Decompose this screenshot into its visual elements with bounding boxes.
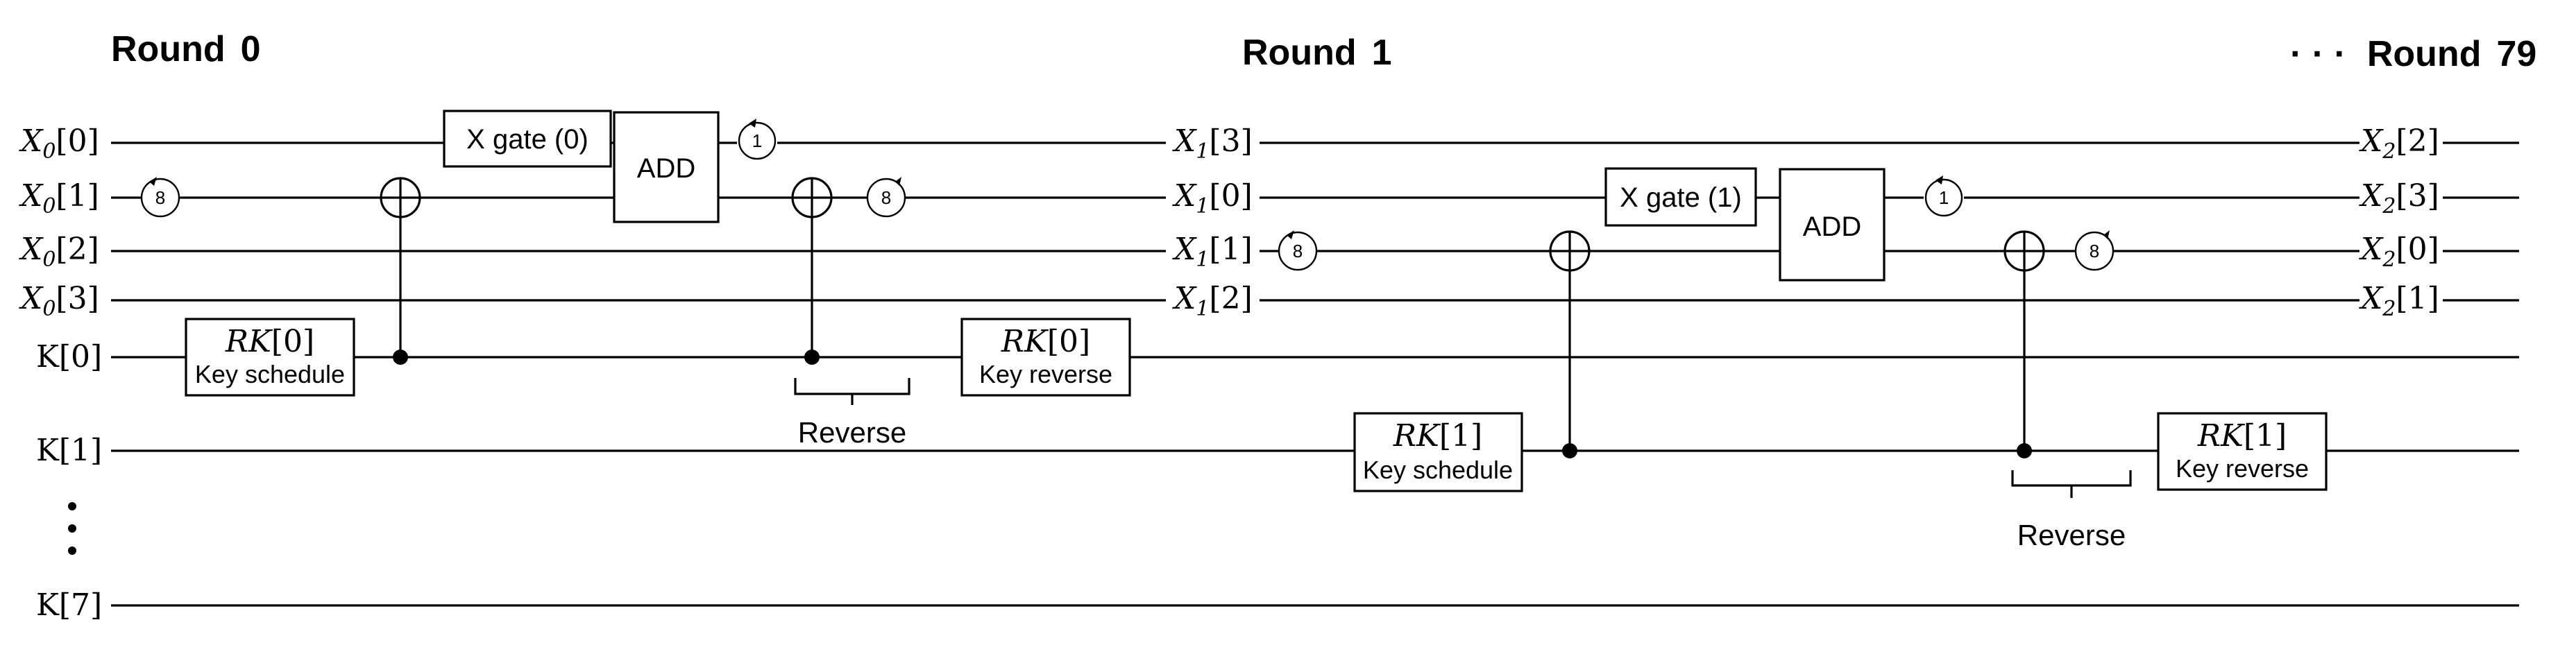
svg-text:8: 8 [1293, 241, 1303, 261]
key-reverse-0-box: RK[0] Key reverse [960, 318, 1131, 397]
label-x0-1: X0[1] [19, 178, 99, 218]
svg-text:ADD: ADD [1803, 212, 1861, 242]
svg-text:RK[0]: RK[0] [1001, 324, 1090, 359]
svg-text:Key reverse: Key reverse [2176, 454, 2309, 483]
reverse-label-1: Reverse [2017, 519, 2126, 551]
label-x2-1: X2[1] [2359, 281, 2439, 321]
reverse-label-0: Reverse [798, 416, 906, 449]
rotate-8-r1-icon: 8 [1278, 230, 1318, 271]
svg-text:1: 1 [1939, 187, 1949, 208]
rotate-8-icon: 8 [140, 177, 180, 218]
svg-text:ADD: ADD [637, 153, 695, 184]
reverse-brace-1 [2011, 470, 2132, 498]
rotate-8-reverse-icon: 8 [866, 177, 906, 218]
cnot-1-target [1549, 230, 1591, 272]
svg-text:Key schedule: Key schedule [1363, 456, 1513, 484]
key-schedule-0-box: RK[0] Key schedule [185, 318, 355, 397]
x-gate-1-box: X gate (1) [1604, 167, 1757, 227]
cnot-0-control [393, 350, 408, 365]
rotate-1-r1-icon: 1 [1924, 175, 1963, 217]
cnot-1r-control [2017, 443, 2032, 458]
cnot-1-control [1562, 443, 1577, 458]
label-x1-1: X1[1] [1172, 232, 1253, 272]
label-x0-0: X0[0] [19, 123, 99, 164]
key-reverse-1-box: RK[1] Key reverse [2157, 412, 2328, 491]
label-x0-2: X0[2] [19, 232, 99, 272]
add-1-box: ADD [1779, 168, 1886, 282]
cnot-0r-control [804, 350, 820, 365]
ellipsis-dot-2 [68, 524, 76, 533]
x-gate-0-box: X gate (0) [443, 110, 612, 168]
label-x1-3: X1[3] [1172, 123, 1253, 164]
svg-text:8: 8 [881, 187, 891, 208]
cnot-1r-target [2003, 230, 2045, 272]
label-x1-0: X1[0] [1172, 178, 1253, 218]
cnot-0r-target [791, 177, 833, 218]
label-x2-0: X2[0] [2359, 232, 2439, 272]
ellipsis-dot-3 [68, 546, 76, 555]
svg-text:X gate (1): X gate (1) [1620, 182, 1742, 213]
label-x1-2: X1[2] [1172, 281, 1253, 321]
add-0-box: ADD [613, 111, 720, 223]
svg-text:1: 1 [752, 130, 762, 151]
svg-text:RK[1]: RK[1] [2197, 418, 2287, 454]
rotate-1-icon: 1 [738, 119, 777, 160]
ellipsis-dot-1 [68, 502, 76, 510]
svg-text:RK[1]: RK[1] [1393, 418, 1482, 454]
svg-text:RK[0]: RK[0] [225, 324, 314, 359]
label-k7: K[7] [36, 587, 102, 623]
label-x0-3: X0[3] [19, 281, 99, 321]
label-x2-2: X2[2] [2359, 123, 2439, 164]
svg-text:Key schedule: Key schedule [195, 360, 345, 388]
reverse-brace-0 [794, 378, 910, 405]
key-schedule-1-box: RK[1] Key schedule [1353, 412, 1523, 492]
label-k1: K[1] [36, 433, 102, 468]
svg-text:8: 8 [155, 187, 165, 208]
label-x2-3: X2[3] [2359, 178, 2439, 218]
svg-text:8: 8 [2090, 241, 2099, 261]
cnot-0-target [380, 177, 421, 218]
rotate-8-r1-reverse-icon: 8 [2074, 230, 2115, 271]
svg-text:Key reverse: Key reverse [979, 360, 1112, 388]
label-k0: K[0] [36, 339, 102, 374]
svg-text:X gate (0): X gate (0) [466, 124, 588, 155]
